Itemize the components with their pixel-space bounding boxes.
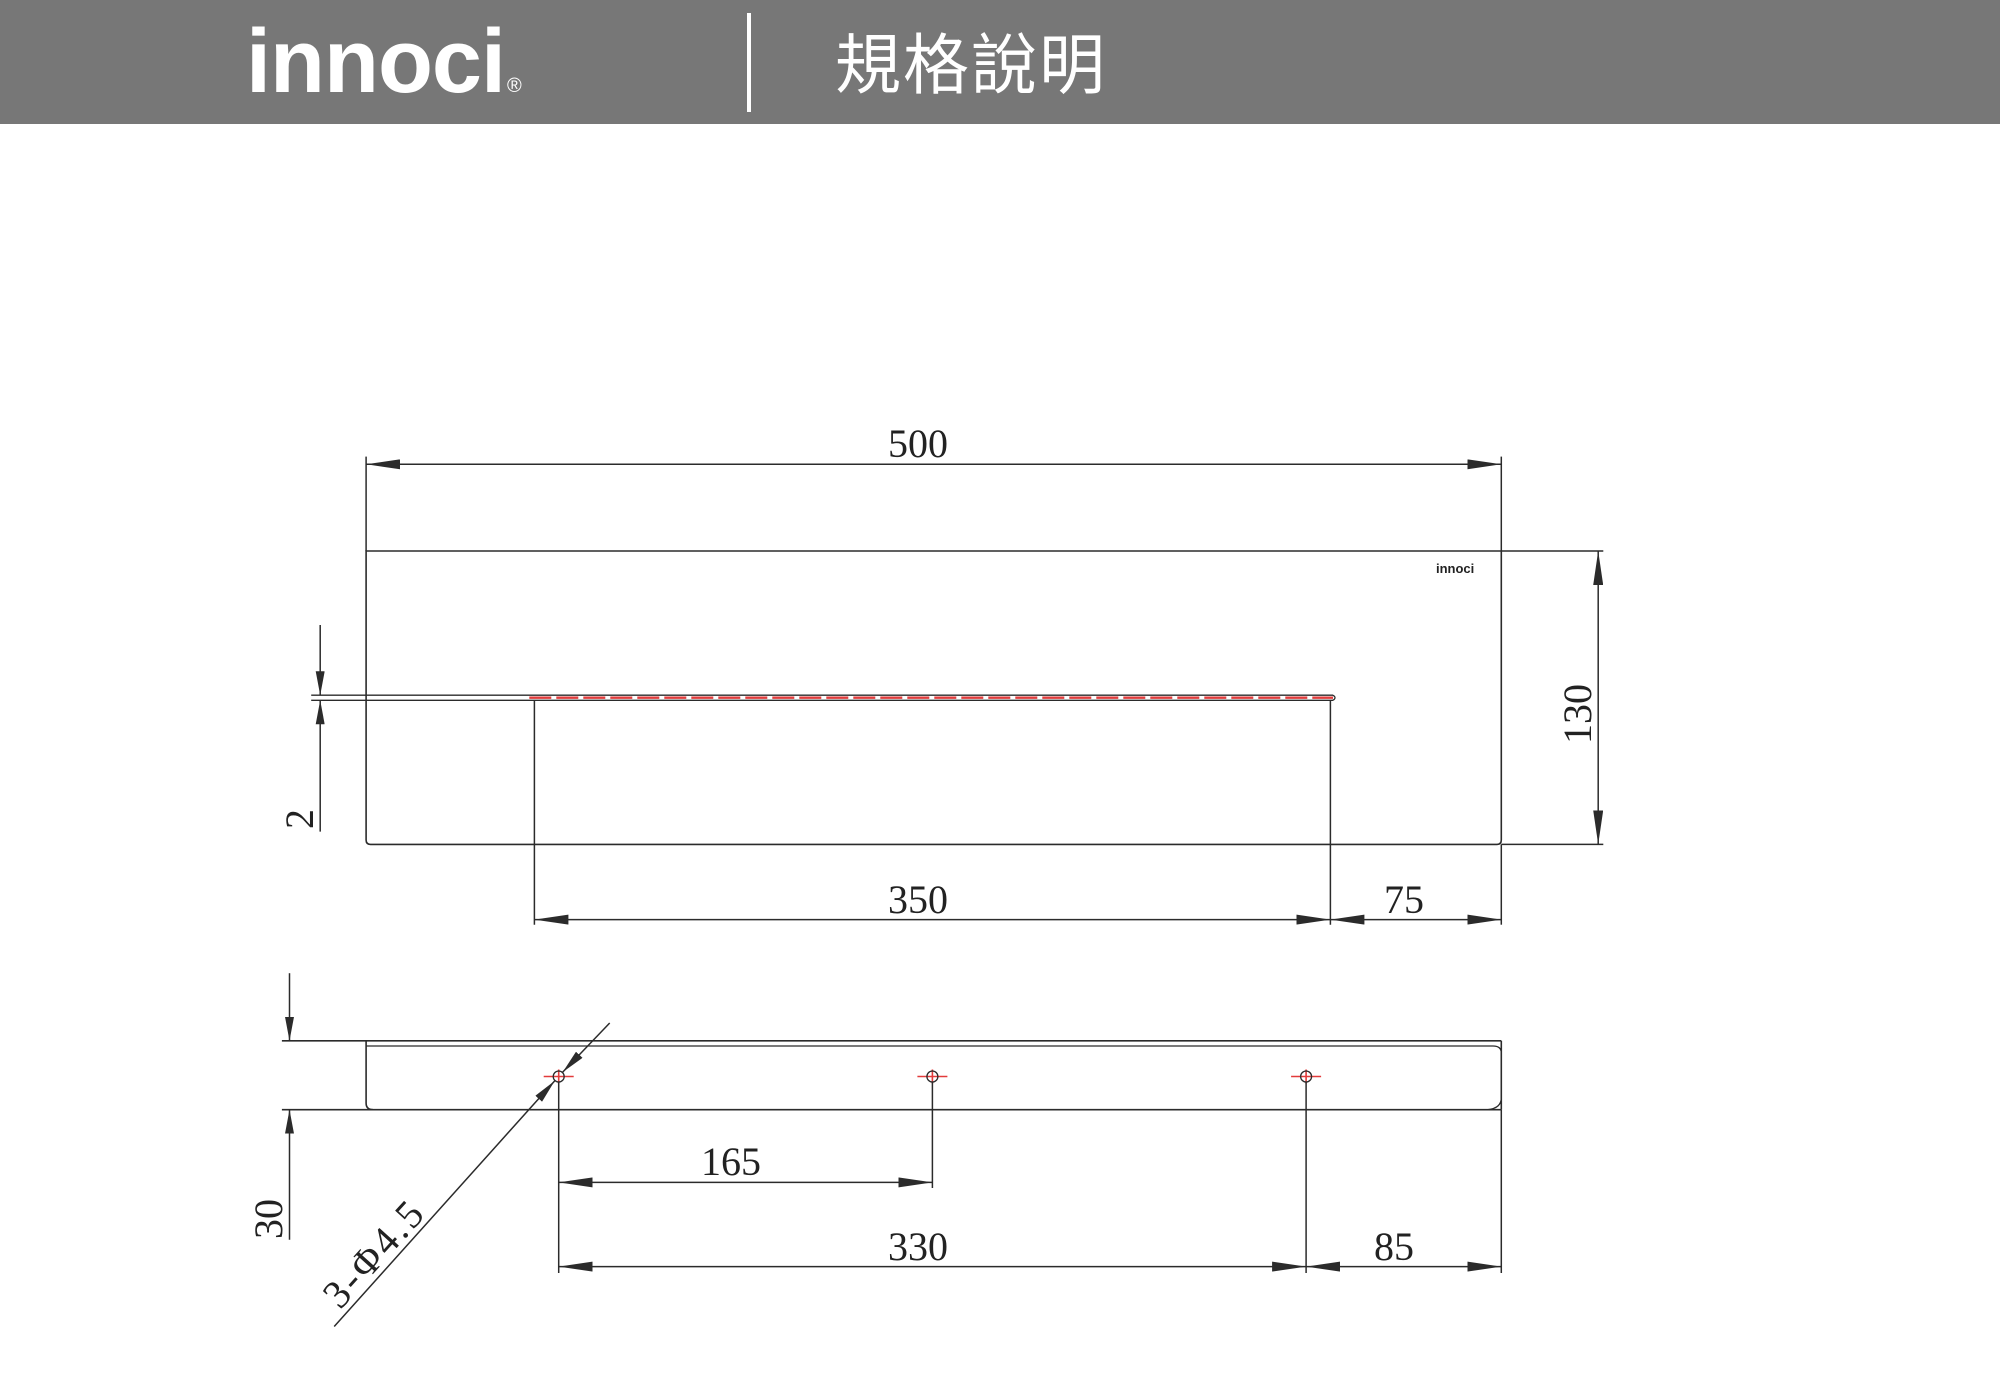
mounting-hole-right xyxy=(1291,1069,1322,1084)
top-view-inner-edge xyxy=(366,1045,1502,1054)
hole-callout-leader xyxy=(333,1080,556,1328)
thickness-label: 2 xyxy=(277,809,322,829)
top-view: 30 165 330 85 3-Φ4.5 xyxy=(246,973,1503,1328)
front-view: innoci 500 130 2 350 75 xyxy=(277,421,1604,925)
brand-logo: innoci® xyxy=(246,17,522,107)
mounting-hole-left xyxy=(543,1069,574,1084)
registered-mark: ® xyxy=(507,75,522,97)
depth-label: 30 xyxy=(246,1199,291,1239)
slot-offset-label: 75 xyxy=(1384,877,1424,922)
shelf-front-outline xyxy=(365,550,1503,846)
top-view-left-edge xyxy=(365,1040,374,1111)
top-view-corner-curve xyxy=(1487,1097,1502,1111)
hole-callout-leader-tail xyxy=(562,1022,611,1073)
brand-wordmark: innoci xyxy=(246,12,506,112)
hole-spacing-label: 165 xyxy=(701,1139,761,1184)
engraved-logo: innoci xyxy=(1436,561,1474,576)
shelf-edge-end-cap xyxy=(1332,694,1336,701)
page-title: 規格說明 xyxy=(835,27,1107,104)
header-bar: innoci® 規格說明 xyxy=(0,0,2000,124)
hole-offset-label: 85 xyxy=(1374,1224,1414,1269)
length-label: 500 xyxy=(888,421,948,466)
header-divider xyxy=(747,13,751,112)
hole-callout-label: 3-Φ4.5 xyxy=(313,1189,434,1316)
slot-length-label: 350 xyxy=(888,877,948,922)
height-label: 130 xyxy=(1555,684,1600,744)
mounting-hole-middle xyxy=(917,1069,948,1084)
hole-span-label: 330 xyxy=(888,1224,948,1269)
